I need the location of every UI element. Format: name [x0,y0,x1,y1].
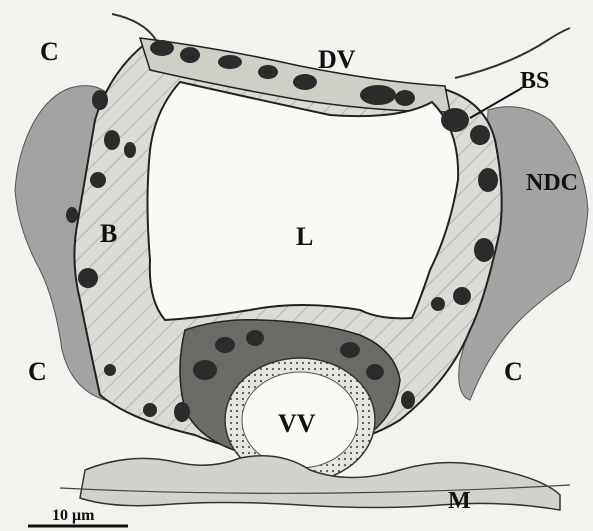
label-b: B [100,219,117,248]
label-vv: VV [278,409,316,438]
label-bs: BS [520,68,549,94]
cell-mark [441,108,469,132]
cell-mark [104,364,116,376]
cell-mark [66,207,78,223]
cell-mark [401,391,415,409]
cell-mark [246,330,264,346]
cell-mark [478,168,498,192]
label-ndc: NDC [526,170,578,196]
cell-mark [143,403,157,417]
cell-mark [78,268,98,288]
cell-mark [431,297,445,311]
cell-mark [360,85,396,105]
label-c-top-left: C [40,37,59,66]
scale-bar-label: 10 μm [52,507,95,524]
cell-mark [366,364,384,380]
cell-mark [174,402,190,422]
cell-mark [193,360,217,380]
cell-mark [474,238,494,262]
label-c-right: C [504,357,523,386]
cell-mark [258,65,278,79]
cell-mark [395,90,415,106]
cell-mark [218,55,242,69]
cell-mark [150,40,174,56]
lumen [148,82,459,320]
cell-mark [453,287,471,305]
cell-mark [215,337,235,353]
label-l: L [296,222,313,251]
cell-mark [92,90,108,110]
cell-mark [90,172,106,188]
label-c-left: C [28,357,47,386]
cell-mark [104,130,120,150]
cell-mark [180,47,200,63]
cell-mark [470,125,490,145]
label-dv: DV [318,45,356,74]
cell-mark [124,142,136,158]
cell-mark [340,342,360,358]
label-m: M [448,488,471,514]
cell-mark [293,74,317,90]
